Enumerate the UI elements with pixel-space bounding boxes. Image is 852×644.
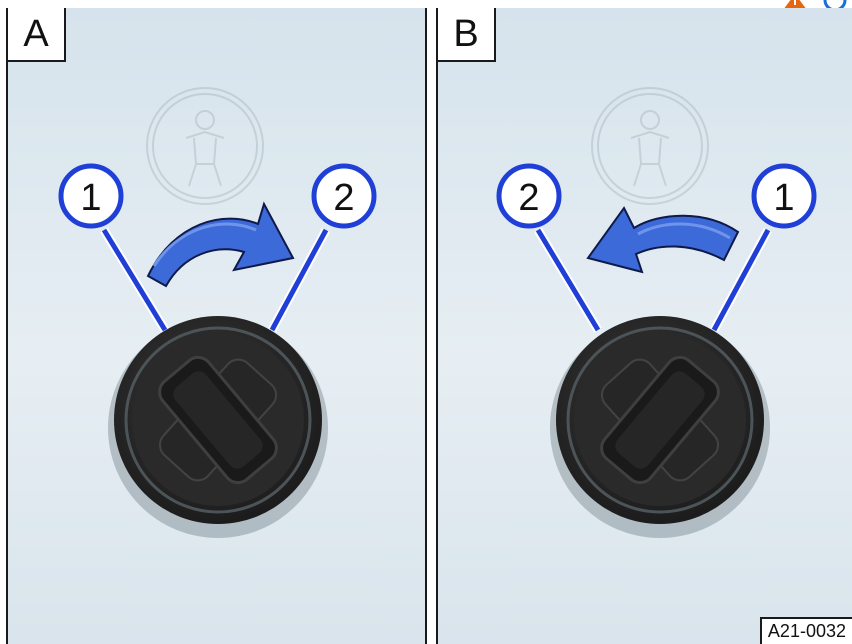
- svg-text:2: 2: [518, 177, 539, 219]
- panel-b-illustration: 2 1: [438, 8, 852, 644]
- rotation-arrow-clockwise: [146, 201, 295, 288]
- panel-b: 2 1 B A21-0032: [436, 8, 852, 644]
- panel-label-b: B: [438, 8, 496, 62]
- callout-position-1: 1: [751, 163, 817, 229]
- rotary-switch-icon: [108, 316, 328, 538]
- panel-a-illustration: 1 2: [8, 8, 425, 644]
- warning-icon: [784, 0, 806, 8]
- reference-code: A21-0032: [759, 617, 852, 644]
- svg-text:1: 1: [80, 177, 101, 219]
- rotary-switch-icon: [550, 316, 770, 538]
- top-strip: [0, 0, 852, 8]
- panel-label-a: A: [8, 8, 66, 62]
- callout-position-2: 2: [311, 163, 377, 229]
- callout-position-1: 1: [58, 163, 124, 229]
- callout-position-2: 2: [496, 163, 562, 229]
- svg-text:2: 2: [333, 177, 354, 219]
- svg-text:1: 1: [773, 177, 794, 219]
- rotation-arrow-counterclockwise: [586, 206, 740, 274]
- child-seat-icon: [146, 87, 264, 205]
- panel-a: 1 2 A: [6, 8, 427, 644]
- child-seat-icon: [591, 87, 709, 205]
